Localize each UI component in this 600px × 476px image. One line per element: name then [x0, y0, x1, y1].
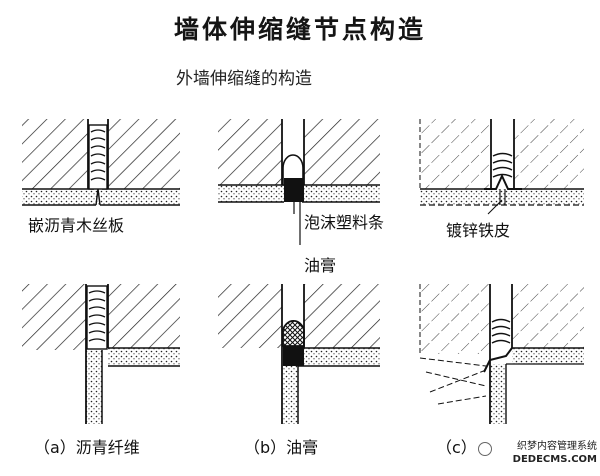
detail-top-3	[419, 119, 584, 215]
watermark-logo-icon	[478, 442, 492, 456]
caption-c: （c）	[436, 438, 477, 457]
detail-bottom-c	[419, 284, 584, 424]
label-oil-paste: 油膏	[304, 256, 337, 275]
label-embedded-asphalt-wood-board: 嵌沥青木丝板	[28, 216, 125, 235]
detail-top-2	[218, 119, 380, 245]
watermark-line2: DEDECMS.COM	[512, 454, 597, 465]
detail-bottom-a	[22, 284, 180, 424]
label-galvanized-iron-sheet: 镀锌铁皮	[446, 221, 511, 240]
caption-a: （a）沥青纤维	[34, 438, 140, 457]
page-title: 墙体伸缩缝节点构造	[173, 15, 426, 44]
section-subtitle: 外墙伸缩缝的构造	[176, 69, 312, 89]
caption-b: （b）油膏	[244, 438, 319, 457]
label-foam-plastic-strip: 泡沫塑料条	[304, 213, 385, 232]
watermark: 织梦内容管理系统 DEDECMS.COM	[478, 440, 597, 474]
watermark-line1: 织梦内容管理系统	[517, 441, 597, 452]
detail-top-1	[22, 119, 180, 206]
detail-bottom-b	[218, 284, 380, 424]
